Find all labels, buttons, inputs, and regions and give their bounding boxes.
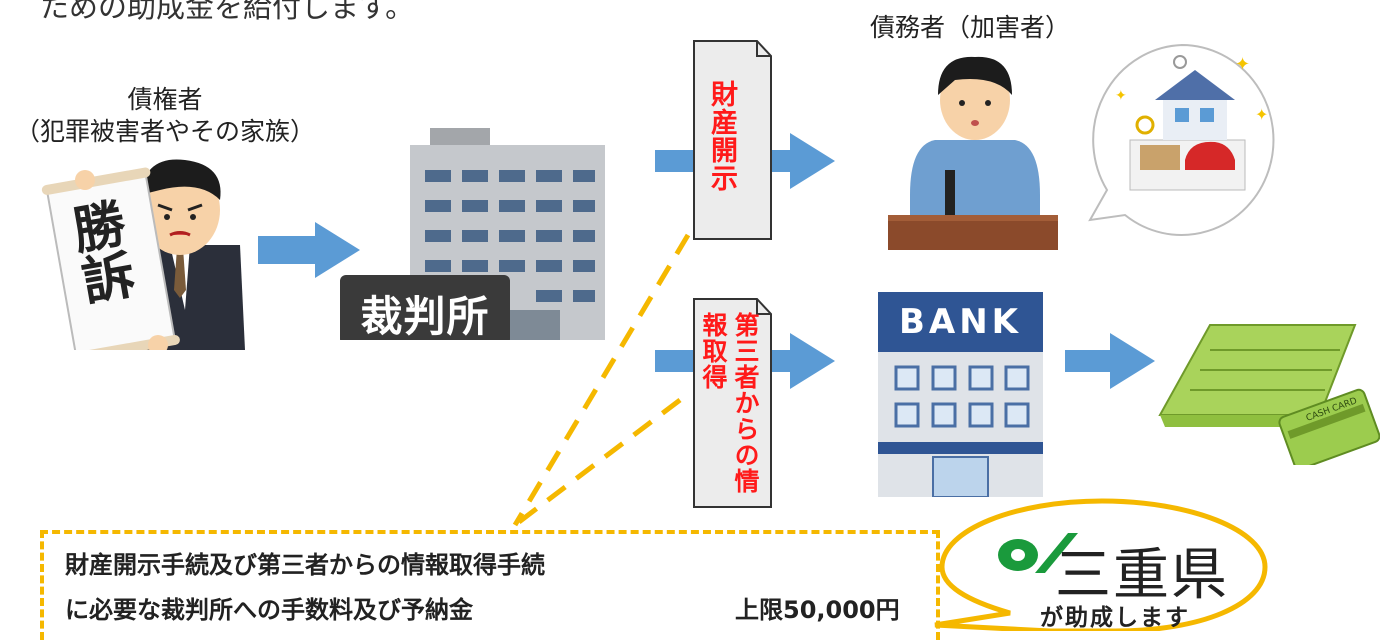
assets-bubble: ✦ ✦ ✦ — [1088, 43, 1275, 236]
prefecture-subsidy-text: が助成します — [1040, 605, 1190, 631]
note-line-2: に必要な裁判所への手数料及び予納金 — [65, 596, 473, 624]
arrow-to-court — [258, 222, 360, 278]
subsidy-limit: 上限50,000円 — [735, 596, 900, 624]
third-party-document — [693, 298, 772, 508]
creditor-illustration — [41, 159, 245, 350]
court-sign: 裁判所 — [360, 292, 490, 341]
arrow-to-bank — [770, 333, 835, 389]
debtor-label: 債務者（加害者） — [870, 13, 1071, 42]
subsidy-note-box — [40, 530, 940, 640]
court-building — [340, 128, 605, 340]
bank-building — [878, 292, 1043, 497]
arrow-to-debtor — [770, 133, 835, 189]
prefecture-bubble — [934, 498, 1268, 631]
arrow-to-passbook — [1065, 333, 1155, 389]
arrow-segment — [655, 150, 695, 172]
step-disclosure-label: 財産開示 — [706, 80, 737, 192]
bank-sign: BANK — [898, 302, 1023, 342]
svg-text:✦: ✦ — [1255, 105, 1268, 124]
debtor-illustration — [888, 56, 1058, 250]
svg-text:✦: ✦ — [1235, 54, 1250, 75]
svg-text:✦: ✦ — [1115, 88, 1127, 104]
arrow-segment — [655, 350, 695, 372]
prefecture-name: 三重県 — [1055, 543, 1229, 608]
creditor-title: 債権者 — [127, 85, 203, 114]
dash-line-2 — [513, 398, 682, 527]
dash-line-1 — [512, 233, 691, 527]
mie-logo-icon — [998, 533, 1078, 573]
intro-text: ための助成金を給付します。 — [40, 0, 415, 24]
creditor-subtitle: （犯罪被害者やその家族） — [14, 117, 315, 146]
creditor-label: 債権者 （犯罪被害者やその家族） — [0, 84, 330, 148]
passbook-and-card — [1158, 324, 1380, 465]
note-line-1: 財産開示手続及び第三者からの情報取得手続 — [65, 551, 545, 579]
disclosure-document — [693, 40, 772, 240]
step-third-party-label: 第三者からの情報取得 — [699, 312, 760, 494]
